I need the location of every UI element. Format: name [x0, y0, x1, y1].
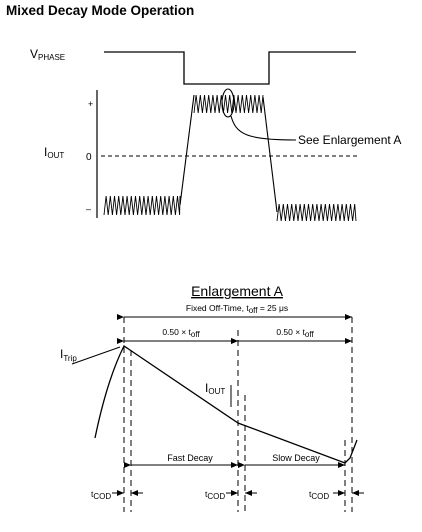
tcod-2: tCOD — [205, 489, 257, 501]
see-enlargement-label: See Enlargement A — [298, 133, 401, 147]
tcod-1: tCOD — [91, 489, 143, 501]
tcod-3: tCOD — [309, 489, 364, 501]
minus-mark: – — [86, 204, 91, 214]
rise-edge — [179, 94, 195, 206]
tcod-2-label: tCOD — [205, 489, 225, 501]
ripple-left — [103, 195, 181, 216]
tcod-3-label: tCOD — [309, 489, 329, 501]
iout-label: IOUT — [44, 145, 64, 160]
ripple-right — [276, 203, 357, 222]
iout-detail-label: IOUT — [205, 381, 225, 396]
zero-mark: 0 — [86, 152, 92, 163]
tcod-1-label: tCOD — [91, 489, 111, 501]
vphase-label: VPHASE — [30, 47, 65, 62]
half-interval-label-1: 0.50 × toff — [162, 327, 200, 339]
fast-decay-label: Fast Decay — [167, 453, 213, 463]
slow-decay-label: Slow Decay — [272, 453, 320, 463]
iout-detail-waveform — [94, 345, 358, 464]
callout-leader — [230, 115, 297, 141]
fall-edge — [262, 96, 278, 213]
enlargement-heading: Enlargement A — [191, 283, 283, 299]
enlargement-circle — [221, 88, 235, 118]
ripple-top — [193, 94, 264, 114]
vphase-waveform — [104, 51, 356, 85]
page-title: Mixed Decay Mode Operation — [6, 3, 195, 18]
fixed-off-time-label: Fixed Off-Time, toff = 25 μs — [186, 303, 288, 315]
itrip-label: ITrip — [60, 347, 77, 363]
plus-mark: + — [88, 99, 93, 109]
itrip-leader — [71, 346, 121, 365]
half-interval-label-2: 0.50 × toff — [276, 327, 314, 339]
